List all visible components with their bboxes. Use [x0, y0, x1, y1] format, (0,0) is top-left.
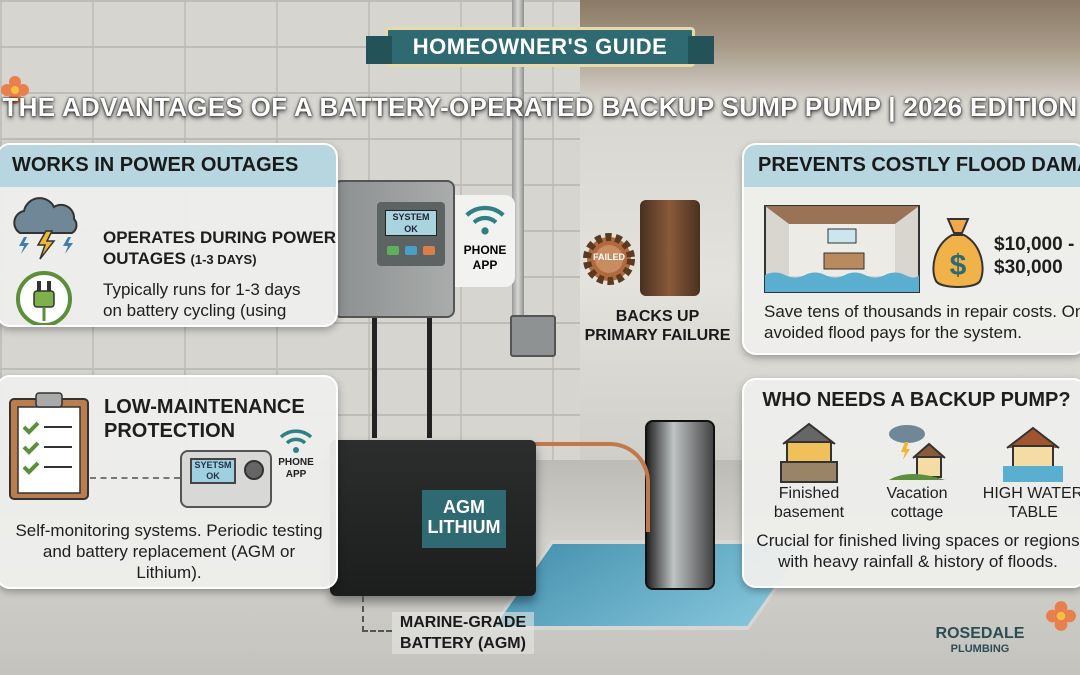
- backup-sump-pump: [645, 420, 715, 590]
- outage-body: Typically runs for 1-3 days on battery c…: [103, 280, 301, 325]
- backs-up-primary-label: BACKS UP PRIMARY FAILURE: [584, 308, 731, 344]
- who-item: Finished basement: [764, 420, 854, 522]
- outage-heading-note: (1-3 DAYS): [190, 252, 257, 267]
- controller-button-blue[interactable]: [405, 246, 417, 255]
- brand-sub: PLUMBING: [950, 643, 1010, 655]
- storm-cottage-icon: [889, 425, 946, 480]
- money-bag-icon: $: [932, 218, 984, 288]
- wifi-icon: [465, 205, 505, 235]
- controller-screen: SYSTEM OK: [385, 210, 437, 236]
- junction-box: [510, 315, 556, 357]
- monitor-knob: [244, 460, 264, 480]
- panel-header: PREVENTS COSTLY FLOOD DAMAGE: [744, 145, 1080, 187]
- outage-heading-main: OPERATES DURING POWER OUTAGES: [103, 228, 336, 268]
- monitor-device: SYETSM OK: [180, 450, 272, 508]
- wall-conduit: [512, 0, 524, 330]
- flower-icon: [1, 76, 29, 104]
- panel-header: WHO NEEDS A BACKUP PUMP?: [762, 389, 1071, 411]
- marine-battery-callout: MARINE-GRADE BATTERY (AGM): [392, 612, 534, 654]
- rosedale-logo: ROSEDALE PLUMBING: [925, 625, 1035, 655]
- maintenance-body: Self-monitoring systems. Periodic testin…: [15, 521, 323, 582]
- maintenance-heading: LOW-MAINTENANCE PROTECTION: [104, 396, 305, 442]
- phone-app-card: PHONE APP: [455, 195, 515, 287]
- failed-badge: FAILED: [592, 252, 625, 262]
- who-item: Vacation cottage: [872, 420, 962, 522]
- plug-icon: [16, 271, 72, 325]
- controller-panel: SYSTEM OK: [377, 202, 445, 266]
- dashed-connector: [90, 477, 180, 479]
- checklist-clipboard-icon: [9, 392, 89, 500]
- controller-button-green[interactable]: [387, 246, 399, 255]
- failed-gear-icon: [583, 233, 635, 285]
- panel-header: WORKS IN POWER OUTAGES: [0, 145, 336, 187]
- phone-app-label: PHONE APP: [278, 457, 314, 480]
- flood-body: Save tens of thousands in repair costs. …: [764, 302, 1080, 342]
- basement-house-icon: [780, 422, 838, 483]
- panel-who-needs: WHO NEEDS A BACKUP PUMP? Finished baseme…: [742, 378, 1080, 588]
- monitor-screen: SYETSM OK: [190, 458, 236, 484]
- pump-controller-box: SYSTEM OK: [333, 180, 455, 318]
- svg-text:$: $: [950, 249, 967, 282]
- page-title: THE ADVANTAGES OF A BATTERY-OPERATED BAC…: [2, 92, 1078, 122]
- who-item: HIGH WATER TABLE: [978, 420, 1080, 522]
- storm-cloud-icon: [13, 197, 78, 260]
- flooded-house-icon: [1003, 426, 1063, 482]
- panel-power-outages: WORKS IN POWER OUTAGES OPERATES DURING P…: [0, 143, 338, 327]
- battery-label: AGM LITHIUM: [422, 490, 506, 548]
- brand-name: ROSEDALE: [935, 625, 1025, 642]
- who-item-label: Finished basement: [773, 485, 845, 521]
- cost-range: $10,000 - $30,000: [994, 234, 1075, 278]
- who-item-label: Vacation cottage: [886, 485, 948, 521]
- panel-low-maintenance: LOW-MAINTENANCE PROTECTION SYETSM OK PHO…: [0, 375, 338, 589]
- who-item-label: HIGH WATER TABLE: [982, 485, 1080, 521]
- backup-battery: AGM LITHIUM: [330, 440, 536, 596]
- battery-cable: [500, 442, 650, 532]
- who-body: Crucial for finished living spaces or re…: [756, 531, 1080, 571]
- flooded-room-icon: [764, 205, 920, 293]
- controller-button-orange[interactable]: [423, 246, 435, 255]
- flower-icon: [1046, 601, 1076, 631]
- failed-primary-pump: [640, 200, 700, 296]
- callout-dashes: [362, 596, 392, 632]
- wifi-icon: [279, 429, 313, 453]
- phone-app-label: PHONE APP: [463, 243, 507, 272]
- outage-heading: OPERATES DURING POWER OUTAGES (1-3 DAYS): [103, 227, 336, 270]
- cables: [372, 318, 432, 438]
- panel-flood-damage: PREVENTS COSTLY FLOOD DAMAGE $ $10,000 -…: [742, 143, 1080, 355]
- guide-banner: HOMEOWNER'S GUIDE: [366, 27, 714, 67]
